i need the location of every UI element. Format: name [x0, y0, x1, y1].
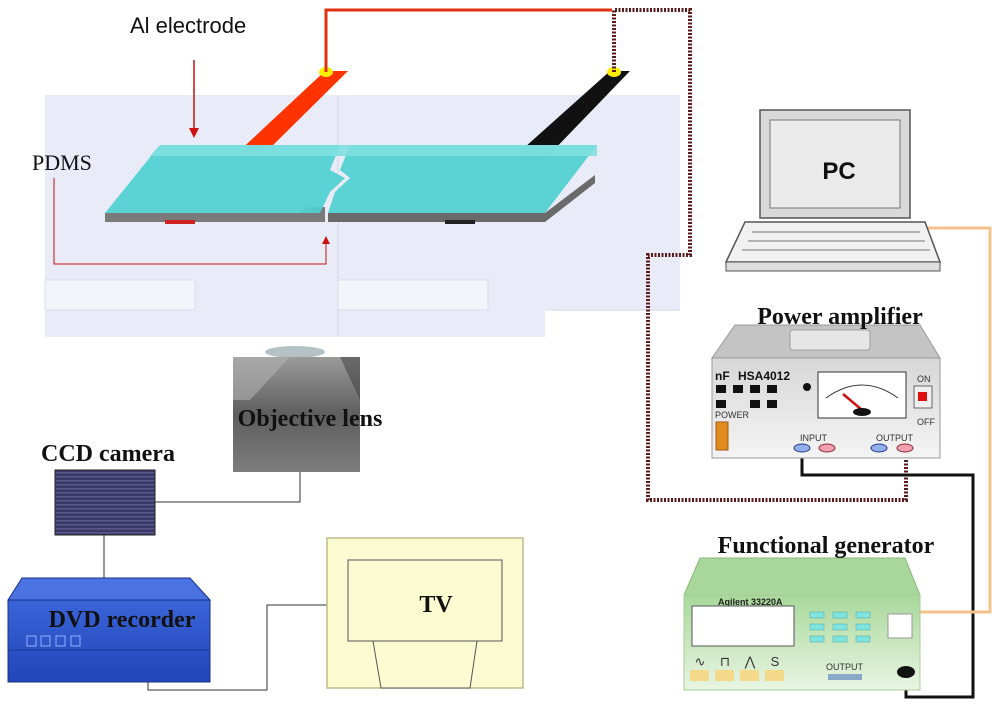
ccd-camera: CCD camera — [41, 441, 175, 536]
gen-sine-label: ∿ — [695, 654, 706, 669]
gen-output-label: OUTPUT — [826, 662, 864, 672]
dvd-buttons — [26, 635, 81, 647]
pdms-layer — [105, 145, 597, 213]
stage-rail-left — [44, 279, 196, 311]
objective-lens: Objective lens — [233, 346, 382, 472]
ccd-camera-body — [54, 469, 156, 536]
dvd-front — [7, 599, 211, 683]
pdms-arrow — [53, 178, 330, 265]
wire-dvd-to-tv — [147, 604, 328, 691]
substrate — [105, 175, 595, 224]
ccd-camera-label: CCD camera — [41, 441, 175, 467]
dvd-recorder: DVD recorder — [7, 577, 212, 683]
amp-output-terminal-blue — [870, 443, 888, 453]
amp-power-switch — [715, 421, 729, 451]
substrate-left — [105, 207, 325, 222]
lens-body — [233, 357, 360, 472]
amp-power-label: POWER — [715, 410, 750, 420]
electrode-pad-red — [165, 220, 195, 224]
gen-output-terminal — [897, 666, 915, 678]
pdms-top-edge — [150, 145, 597, 156]
amp-output-label: OUTPUT — [876, 433, 914, 443]
substrate-right — [328, 175, 595, 222]
amp-off-label: OFF — [917, 417, 935, 427]
amp-on-label: ON — [917, 374, 931, 384]
gen-model: Agilent 33220A — [718, 597, 783, 607]
amp-output-terminal-red — [896, 443, 914, 453]
functional-generator-label: Functional generator — [718, 533, 935, 559]
wire-ccd-to-lens — [155, 472, 301, 503]
gen-knob-panel — [887, 613, 913, 639]
amp-input-label: INPUT — [800, 433, 828, 443]
lens-top-glass — [265, 346, 325, 358]
al-electrode-red — [234, 71, 348, 156]
al-electrode-label: Al electrode — [130, 13, 246, 38]
tv-label: TV — [419, 592, 453, 618]
amp-input-terminal-blue — [793, 443, 811, 453]
dvd-top — [7, 577, 212, 601]
power-amplifier-label: Power amplifier — [757, 304, 923, 330]
pdms-label: PDMS — [32, 150, 92, 175]
power-amplifier: nF HSA4012 POWER ON OFF INPUT OUTPUT Pow… — [711, 304, 941, 459]
gen-ramp-label: ⋀ — [744, 654, 756, 669]
gen-top — [683, 557, 921, 596]
functional-generator: Agilent 33220A ∿ ⊓ ⋀ S OUTPUT Functional… — [683, 533, 935, 691]
gen-pulse-label: S — [771, 654, 780, 669]
wire-pc-to-generator — [912, 226, 992, 614]
wire-amp-output-to-electrode — [612, 8, 908, 502]
pc-laptop: PC — [724, 109, 942, 272]
wire-red-top — [324, 8, 612, 72]
amp-brand: nF — [715, 369, 730, 383]
pc-screen — [769, 119, 901, 209]
gen-waveform-buttons: ∿ ⊓ ⋀ S — [690, 654, 784, 681]
gen-square-label: ⊓ — [720, 654, 730, 669]
amp-meter-needle — [842, 393, 863, 411]
pc-keyboard-base — [724, 221, 942, 263]
electrode-pad-black — [445, 220, 475, 224]
amp-buttons — [716, 385, 777, 408]
gen-output-slot — [828, 674, 862, 680]
gen-display — [691, 605, 795, 647]
pdms-slab-right — [328, 145, 597, 213]
stage-rail-right — [337, 279, 489, 311]
amp-meter-pivot — [853, 408, 871, 416]
gen-keypad — [809, 611, 871, 643]
wire-generator-to-amp-input — [800, 448, 975, 699]
amp-indicator — [803, 383, 811, 391]
amp-model: HSA4012 — [738, 369, 790, 383]
amp-handle — [789, 329, 871, 351]
al-electrode-arrow — [189, 60, 199, 138]
amp-input-terminal-red — [818, 443, 836, 453]
dvd-recorder-label: DVD recorder — [49, 607, 196, 633]
pc-label: PC — [822, 158, 855, 185]
al-electrode-black — [515, 71, 630, 156]
objective-lens-label: Objective lens — [238, 406, 383, 432]
pdms-slab-left — [105, 145, 345, 213]
tv: TV — [326, 537, 524, 689]
tv-stand — [372, 640, 478, 689]
